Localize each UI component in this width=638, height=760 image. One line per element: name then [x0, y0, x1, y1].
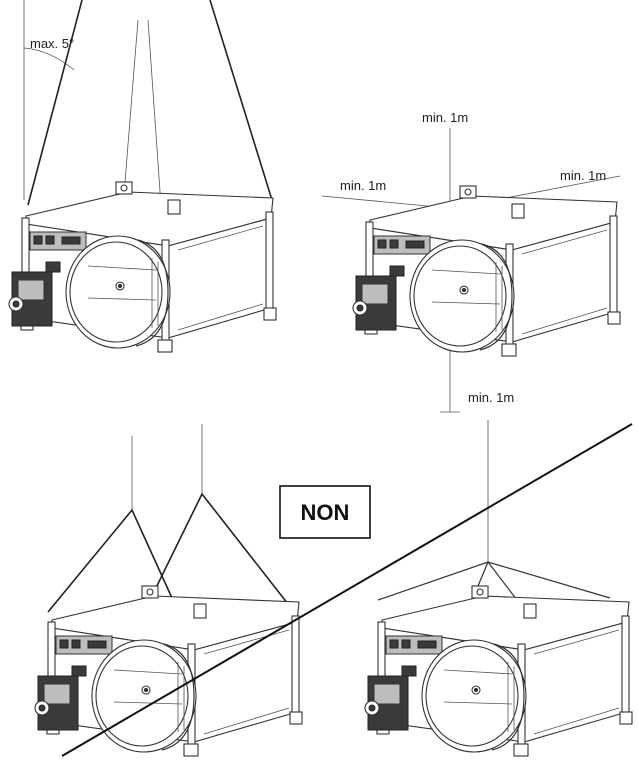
heater-clearance — [321, 128, 621, 413]
heater-hanging-correct — [8, 0, 277, 353]
wrong-label-box: NON — [279, 485, 371, 539]
angle-arc — [23, 47, 75, 71]
clearance-bottom-label: min. 1m — [468, 390, 514, 405]
wrong-label: NON — [301, 500, 350, 525]
rope-back — [124, 19, 139, 183]
clearance-top-label: min. 1m — [422, 110, 468, 125]
rope-right — [209, 0, 273, 201]
strike-through-line — [61, 423, 633, 757]
clearance-left-label: min. 1m — [340, 178, 386, 193]
clearance-right-label: min. 1m — [560, 168, 606, 183]
heater-hanging-wrong-right — [364, 420, 633, 757]
heater-hanging-wrong-left — [34, 424, 303, 757]
rope-front — [147, 19, 163, 221]
clearance-arrow-left — [321, 195, 449, 209]
rope-left — [27, 0, 83, 206]
max-angle-label: max. 5° — [30, 36, 74, 51]
